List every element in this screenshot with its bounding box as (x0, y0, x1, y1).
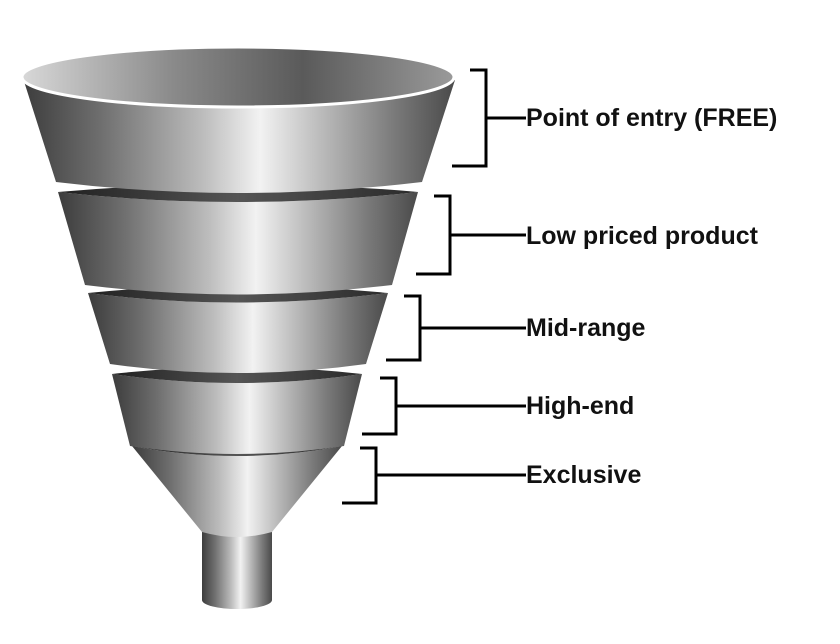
label-high-end: High-end (526, 392, 635, 420)
bracket-point-of-entry (452, 68, 526, 168)
funnel-spout (202, 520, 272, 609)
bracket-mid-range (386, 294, 526, 362)
label-exclusive: Exclusive (526, 461, 642, 489)
label-mid-range: Mid-range (526, 314, 646, 342)
bracket-exclusive (342, 446, 526, 505)
bracket-high-end (362, 376, 526, 436)
funnel-stage-low-priced (58, 184, 418, 295)
funnel-stage-point-of-entry (20, 45, 456, 193)
bracket-low-priced (416, 194, 526, 276)
label-point-of-entry: Point of entry (FREE) (526, 104, 778, 132)
funnel-stage-mid-range (88, 285, 388, 373)
funnel-stage-high-end (112, 367, 362, 454)
label-low-priced-product: Low priced product (526, 222, 758, 250)
